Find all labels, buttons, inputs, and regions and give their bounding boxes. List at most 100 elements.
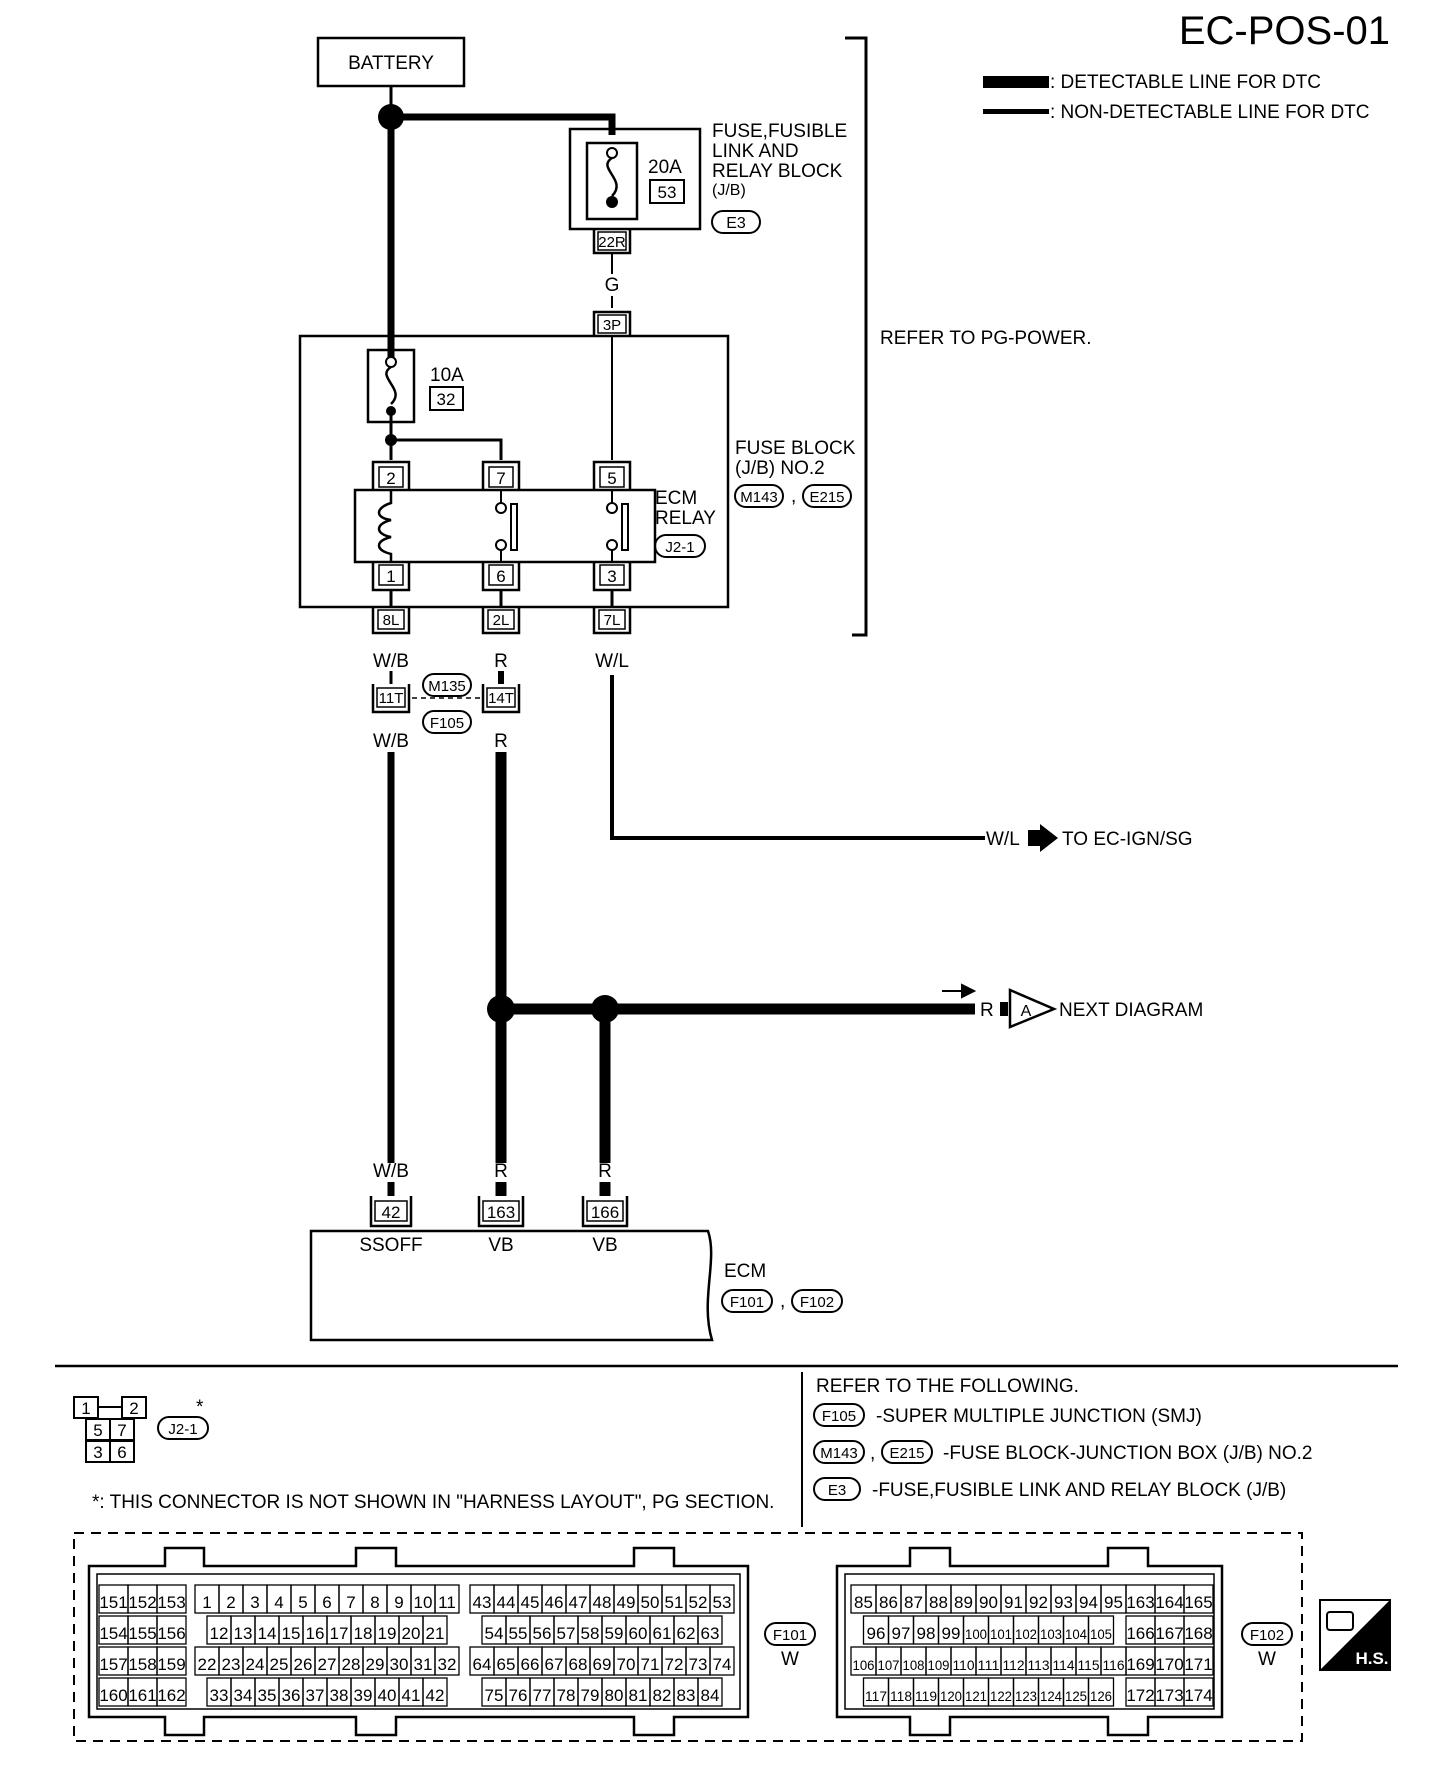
- f101-pin-26: 26: [294, 1655, 313, 1674]
- f102-pin-110: 110: [953, 1658, 975, 1673]
- f101-pin-79: 79: [581, 1686, 600, 1705]
- hs-text: H.S.: [1355, 1649, 1388, 1668]
- fuse53-number-box: [649, 179, 685, 204]
- fuse53-element: [606, 156, 618, 197]
- jb-pin-2l: 2L: [481, 607, 521, 635]
- hs-badge: H.S.: [1319, 1599, 1391, 1671]
- f101-pin-62: 62: [677, 1624, 696, 1643]
- f102-cell: [1183, 1677, 1214, 1707]
- f102-pin-107: 107: [878, 1658, 900, 1673]
- jb-pin-8l: 8L: [371, 607, 411, 635]
- f101-cell: [709, 1646, 735, 1676]
- f102-pin-169: 169: [1126, 1655, 1154, 1674]
- relay-switch-2-contact-b: [606, 539, 618, 551]
- f101-pin-67: 67: [545, 1655, 564, 1674]
- f101-color: W: [781, 1649, 799, 1670]
- f101-pin-68: 68: [569, 1655, 588, 1674]
- f101-pin-25: 25: [270, 1655, 289, 1674]
- f101-pin-33: 33: [210, 1686, 229, 1705]
- f102-housing: [835, 1546, 1224, 1737]
- pg-power-bracket: [845, 36, 868, 637]
- f102-pin-118: 118: [890, 1689, 912, 1704]
- f101-pin-161: 161: [128, 1686, 156, 1705]
- f101-pin-46: 46: [545, 1593, 564, 1612]
- legend-thick-line: [983, 76, 1049, 88]
- relay-pin-6: 6: [481, 562, 521, 592]
- pin-3p-box: [597, 314, 627, 334]
- f102-pin-104: 104: [1065, 1627, 1087, 1642]
- fuse53-body: [585, 141, 639, 221]
- f102-pin-174: 174: [1184, 1686, 1212, 1705]
- connector-m143-oval: [734, 484, 784, 508]
- face-star: *: [196, 1397, 204, 1418]
- relay-switch-1-contact-b: [495, 539, 507, 551]
- f101-pin-21: 21: [426, 1624, 445, 1643]
- next-diagram-stub: [1000, 1002, 1008, 1016]
- f101-pin-1: 1: [202, 1593, 211, 1612]
- f101-pin-65: 65: [497, 1655, 516, 1674]
- f101-cell: [156, 1677, 187, 1707]
- f102-pin-109: 109: [928, 1658, 950, 1673]
- f101-pin-81: 81: [629, 1686, 648, 1705]
- f101-pin-158: 158: [128, 1655, 156, 1674]
- connector-j2-1: J2-1: [665, 539, 694, 556]
- fuse-block-2-name-1: FUSE BLOCK: [735, 438, 856, 459]
- ecm-relay-name-1: ECM: [655, 488, 697, 509]
- fuse-block-name-4: (J/B): [712, 182, 746, 199]
- connector-j2-1-oval: [654, 534, 706, 558]
- joint-pin-11t: 11T: [371, 684, 411, 714]
- f101-pin-6: 6: [322, 1593, 331, 1612]
- f101-pin-53: 53: [713, 1593, 732, 1612]
- relay-pin-2-label: 2: [386, 469, 395, 488]
- f102-pin-93: 93: [1054, 1593, 1073, 1612]
- f101-pin-42: 42: [426, 1686, 445, 1705]
- fuse-block-name-3: RELAY BLOCK: [712, 161, 843, 182]
- f101-pin-72: 72: [665, 1655, 684, 1674]
- connector-f105-oval: [422, 710, 472, 734]
- f102-pin-117: 117: [865, 1689, 887, 1704]
- fuse-block-2-box: [298, 334, 730, 609]
- f101-pin-57: 57: [557, 1624, 576, 1643]
- f102-pin-111: 111: [978, 1658, 1000, 1673]
- f101-id-oval: [764, 1622, 816, 1646]
- f101-cell: [697, 1615, 723, 1645]
- ref-f105-id: F105: [822, 1408, 856, 1425]
- fuse53-number: 53: [658, 183, 677, 202]
- f102-cell: [1087, 1615, 1115, 1645]
- f101-pin-22: 22: [198, 1655, 217, 1674]
- connector-note: *: THIS CONNECTOR IS NOT SHOWN IN "HARNE…: [92, 1492, 774, 1513]
- f101-pin-29: 29: [366, 1655, 385, 1674]
- fuse32-number-box: [429, 386, 464, 411]
- f102-pin-166: 166: [1126, 1624, 1154, 1643]
- relay-pin-7-label: 7: [496, 469, 505, 488]
- ecm-box: [309, 1229, 714, 1342]
- connector-e215-oval: [802, 484, 852, 508]
- jb-pin-7l: 7L: [592, 607, 632, 635]
- f101-pin-63: 63: [701, 1624, 720, 1643]
- pin-3p: 3P: [603, 317, 621, 334]
- relay-pin-7: 7: [481, 460, 521, 490]
- pg-power-ref: REFER TO PG-POWER.: [880, 328, 1092, 349]
- f101-pin-4: 4: [274, 1593, 283, 1612]
- f101-cell: [156, 1646, 187, 1676]
- f102-pin-172: 172: [1126, 1686, 1154, 1705]
- f101-pin-50: 50: [641, 1593, 660, 1612]
- f102-pin-126: 126: [1090, 1689, 1112, 1704]
- connector-f101-oval: [721, 1289, 773, 1313]
- f101-pin-82: 82: [653, 1686, 672, 1705]
- wire-splice-to-pin7: [391, 438, 503, 460]
- f102-cell: [1183, 1615, 1214, 1645]
- relay-pin-2: 2: [371, 460, 411, 490]
- f102-pin-112: 112: [1003, 1658, 1025, 1673]
- f102-pin-100: 100: [965, 1627, 987, 1642]
- face-cell-3: 3: [93, 1443, 102, 1462]
- f102-pin-91: 91: [1004, 1593, 1023, 1612]
- pin-22r: 22R: [598, 234, 626, 251]
- f102-pin-101: 101: [990, 1627, 1012, 1642]
- jb-pin-7l-label: 7L: [604, 612, 621, 629]
- f102-pin-94: 94: [1079, 1593, 1098, 1612]
- fuse53-top-terminal: [606, 147, 618, 159]
- f102-pin-124: 124: [1040, 1689, 1062, 1704]
- f101-pin-39: 39: [354, 1686, 373, 1705]
